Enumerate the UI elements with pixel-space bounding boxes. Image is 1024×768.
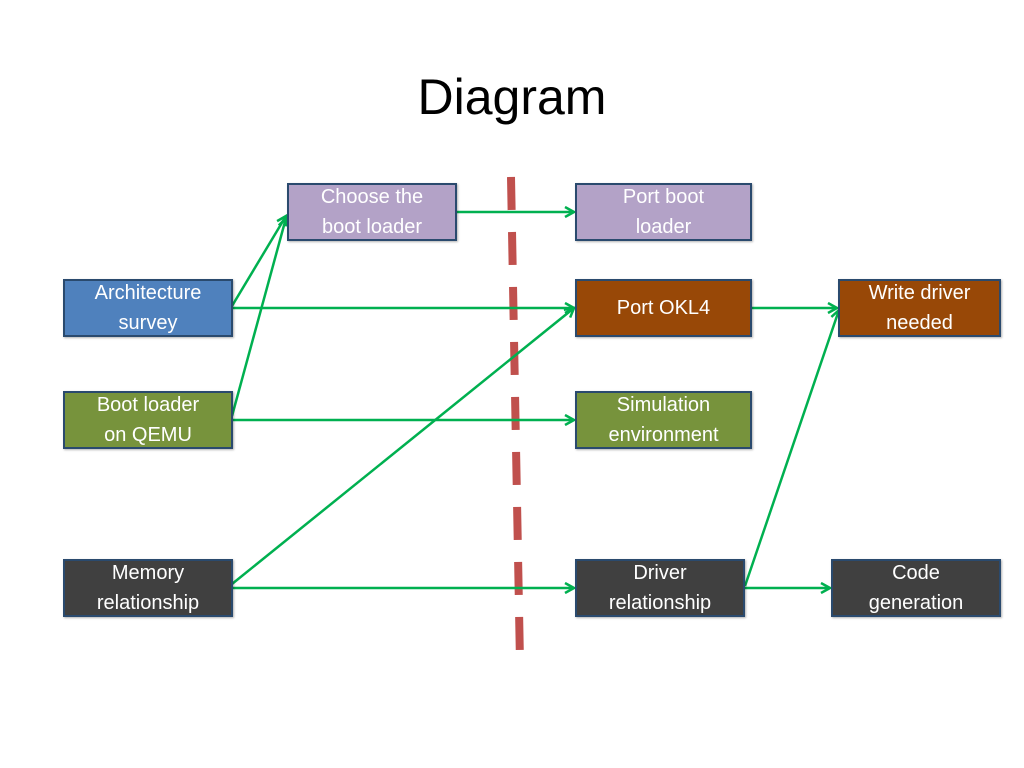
node-label-line: Boot loader [96, 394, 200, 416]
node-label-line: relationship [96, 592, 200, 614]
node-label-line: Driver [633, 562, 687, 584]
node-label-line: boot loader [321, 216, 423, 238]
node-code-generation: Code generation [831, 559, 1001, 617]
node-label-line: Code [892, 562, 940, 584]
edge-driver-to-write-driver [743, 310, 839, 587]
node-label-line: needed [886, 312, 953, 334]
node-architecture-survey: Architecture survey [63, 279, 233, 337]
page-title: Diagram [417, 69, 607, 125]
node-simulation-environment: Simulation environment [575, 391, 752, 449]
edge-architecture-to-choose [230, 216, 286, 307]
edge-memory-to-port-okl4 [231, 308, 574, 585]
edge-boot-qemu-to-choose [230, 218, 286, 417]
node-port-boot-loader: Port boot loader [575, 183, 752, 241]
node-label-line: Simulation [616, 394, 711, 416]
node-driver-relationship: Driver relationship [575, 559, 745, 617]
node-label-line: Memory [111, 562, 185, 584]
node-memory-relationship: Memory relationship [63, 559, 233, 617]
node-boot-loader-qemu: Boot loader on QEMU [63, 391, 233, 449]
node-port-okl4: Port OKL4 [575, 279, 752, 337]
node-label-line: environment [608, 424, 719, 446]
node-label-line: relationship [608, 592, 712, 614]
node-label-line: Architecture [94, 282, 202, 304]
node-write-driver-needed: Write driver needed [838, 279, 1001, 337]
node-label-line: on QEMU [104, 424, 192, 446]
node-choose-boot-loader: Choose the boot loader [287, 183, 457, 241]
node-label-line: loader [635, 216, 692, 238]
node-label-line: Port OKL4 [616, 297, 711, 319]
node-label-line: survey [118, 312, 178, 334]
node-label-line: generation [868, 592, 964, 614]
node-label-line: Write driver [868, 282, 971, 304]
node-label-line: Port boot [622, 186, 705, 208]
node-label-line: Choose the [320, 186, 424, 208]
